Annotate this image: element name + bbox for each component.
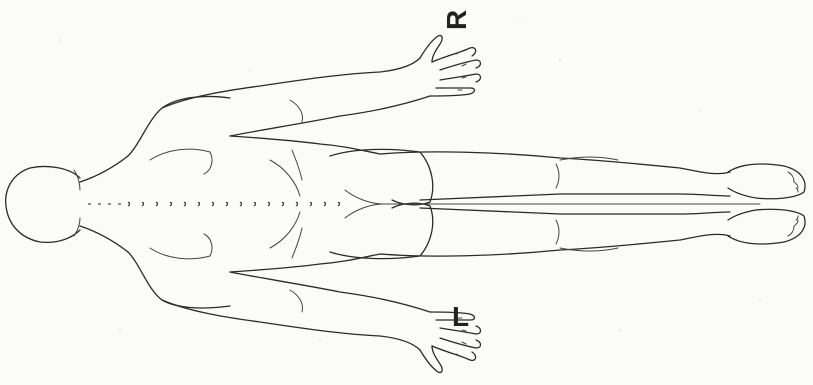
paper-texture xyxy=(59,19,761,340)
pelvis-and-legs xyxy=(330,149,760,258)
head xyxy=(6,166,80,242)
left-side-label: L xyxy=(452,301,469,332)
right-arm xyxy=(162,35,481,136)
left-arm xyxy=(162,272,481,373)
torso xyxy=(80,96,380,308)
spine xyxy=(88,202,340,206)
right-side-label: R xyxy=(441,10,472,30)
